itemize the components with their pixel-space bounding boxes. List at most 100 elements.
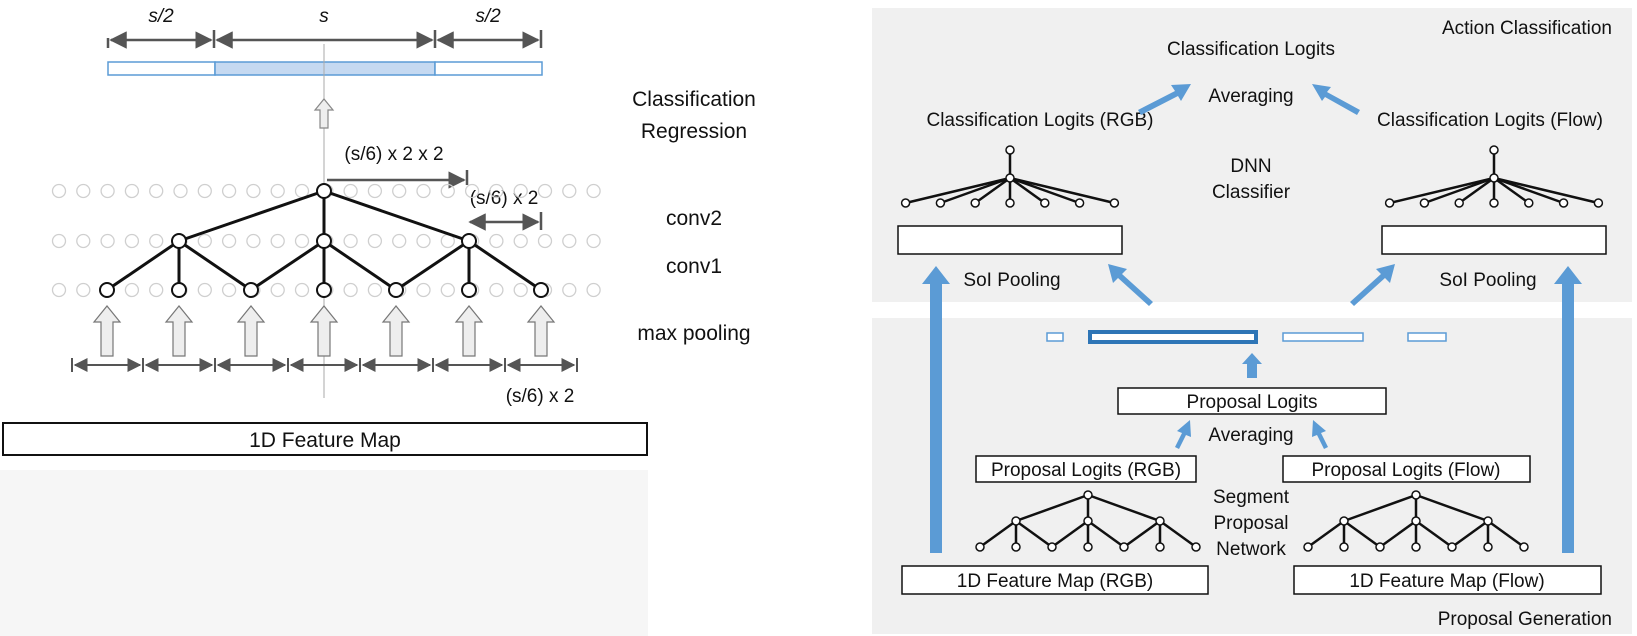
faint-node xyxy=(586,183,601,199)
spn-node xyxy=(1483,516,1493,526)
faint-node xyxy=(76,183,91,199)
feature-map-rgb: 1D Feature Map (RGB) xyxy=(957,571,1153,592)
dim-conv1: (s/6) x 2 xyxy=(470,188,539,209)
feature-map-label: 1D Feature Map xyxy=(249,429,401,452)
faint-node xyxy=(197,183,212,199)
spn-node xyxy=(1083,490,1093,500)
spn-line3: Network xyxy=(1216,539,1286,560)
spn-line1: Segment xyxy=(1213,487,1290,508)
pooling-arrows xyxy=(92,305,556,357)
faint-node xyxy=(416,183,431,199)
spn-node xyxy=(1411,516,1421,526)
pooled-box-flow xyxy=(1381,225,1607,255)
dnn-node xyxy=(935,198,946,208)
dnn-node xyxy=(1454,198,1464,208)
spn-node xyxy=(1411,490,1421,500)
faint-node xyxy=(343,233,358,249)
dnn-node xyxy=(1040,198,1050,208)
proposal-logits-box xyxy=(1117,387,1387,415)
faint-node xyxy=(149,282,164,298)
faint-node xyxy=(489,282,504,298)
reflection-area xyxy=(0,470,648,636)
faint-node xyxy=(562,233,577,249)
dnn-node xyxy=(1384,198,1395,208)
faint-node xyxy=(440,183,455,199)
spn-node xyxy=(1411,542,1421,552)
spn-node xyxy=(975,542,985,552)
faint-node xyxy=(392,183,407,199)
faint-node xyxy=(197,282,212,298)
dim-half-left: s/2 xyxy=(148,6,174,27)
faint-node xyxy=(562,183,577,199)
feature-map-flow: 1D Feature Map (Flow) xyxy=(1349,571,1544,592)
segment-bar xyxy=(107,61,543,76)
feature-map-flow-box xyxy=(1293,565,1602,595)
faint-node xyxy=(149,233,164,249)
left-panel: s/2 s s/2 Classification Regression conv… xyxy=(0,6,756,636)
faint-node xyxy=(149,183,164,199)
dnn-node xyxy=(1005,173,1015,183)
faint-node xyxy=(246,183,261,199)
faint-node xyxy=(124,233,140,249)
faint-node xyxy=(270,282,285,298)
faint-node xyxy=(392,233,407,249)
conv-tree-nodes xyxy=(99,183,549,298)
faint-node xyxy=(489,183,504,199)
faint-node xyxy=(343,282,358,298)
faint-node xyxy=(294,233,310,249)
classification-logits: Classification Logits xyxy=(1167,39,1335,60)
faint-node xyxy=(76,282,91,298)
dimension-conv2 xyxy=(327,170,469,189)
faint-node xyxy=(416,233,431,249)
spn-node xyxy=(1083,542,1093,552)
dimension-conv1 xyxy=(468,212,543,231)
faint-node xyxy=(513,282,528,298)
faint-node xyxy=(100,183,115,199)
dnn-node xyxy=(900,198,911,208)
dim-center: s xyxy=(319,6,329,27)
dim-pooling: (s/6) x 2 xyxy=(506,386,575,407)
spn-line2: Proposal xyxy=(1214,513,1289,534)
dnn-line1: DNN xyxy=(1230,156,1271,177)
proposal-logits: Proposal Logits xyxy=(1187,392,1318,413)
dnn-node xyxy=(1109,198,1120,208)
proposal-logits-flow-box xyxy=(1282,455,1531,483)
spn-node xyxy=(1191,542,1201,552)
label-conv1: conv1 xyxy=(666,255,722,278)
dnn-node xyxy=(1524,198,1534,208)
spn-node xyxy=(1339,542,1349,552)
dim-half-right: s/2 xyxy=(475,6,501,27)
soi-pooling-left: SoI Pooling xyxy=(963,270,1060,291)
pooling-windows xyxy=(71,358,578,372)
proposal-logits-rgb-box xyxy=(975,455,1197,483)
faint-node xyxy=(270,233,285,249)
faint-node xyxy=(513,233,528,249)
faint-node xyxy=(197,233,212,249)
spn-node xyxy=(1447,542,1457,552)
feature-map-rgb-box xyxy=(901,565,1209,595)
dim-conv2: (s/6) x 2 x 2 xyxy=(344,144,443,165)
dnn-line2: Classifier xyxy=(1212,182,1291,203)
spn-node xyxy=(1011,516,1021,526)
label-conv2: conv2 xyxy=(666,207,722,230)
spn-node xyxy=(1519,542,1529,552)
conv-tree-edges xyxy=(106,189,542,292)
faint-node xyxy=(124,183,140,199)
faint-node xyxy=(294,282,310,298)
faint-node xyxy=(100,233,115,249)
faint-node xyxy=(367,282,383,298)
faint-node xyxy=(221,282,237,298)
spn-node xyxy=(1339,516,1349,526)
dnn-node xyxy=(1489,173,1499,183)
logits-rgb: Classification Logits (RGB) xyxy=(926,110,1153,131)
faint-node-grid xyxy=(51,183,601,298)
faint-node xyxy=(464,183,480,199)
proposal-segments xyxy=(1046,330,1447,344)
spn-node xyxy=(1155,516,1165,526)
proposal-logits-rgb: Proposal Logits (RGB) xyxy=(991,460,1181,481)
faint-node xyxy=(51,233,67,249)
faint-node xyxy=(416,282,431,298)
averaging-arrows-top xyxy=(1138,84,1360,115)
spn-node xyxy=(1375,542,1385,552)
soi-arrows xyxy=(1108,264,1395,306)
